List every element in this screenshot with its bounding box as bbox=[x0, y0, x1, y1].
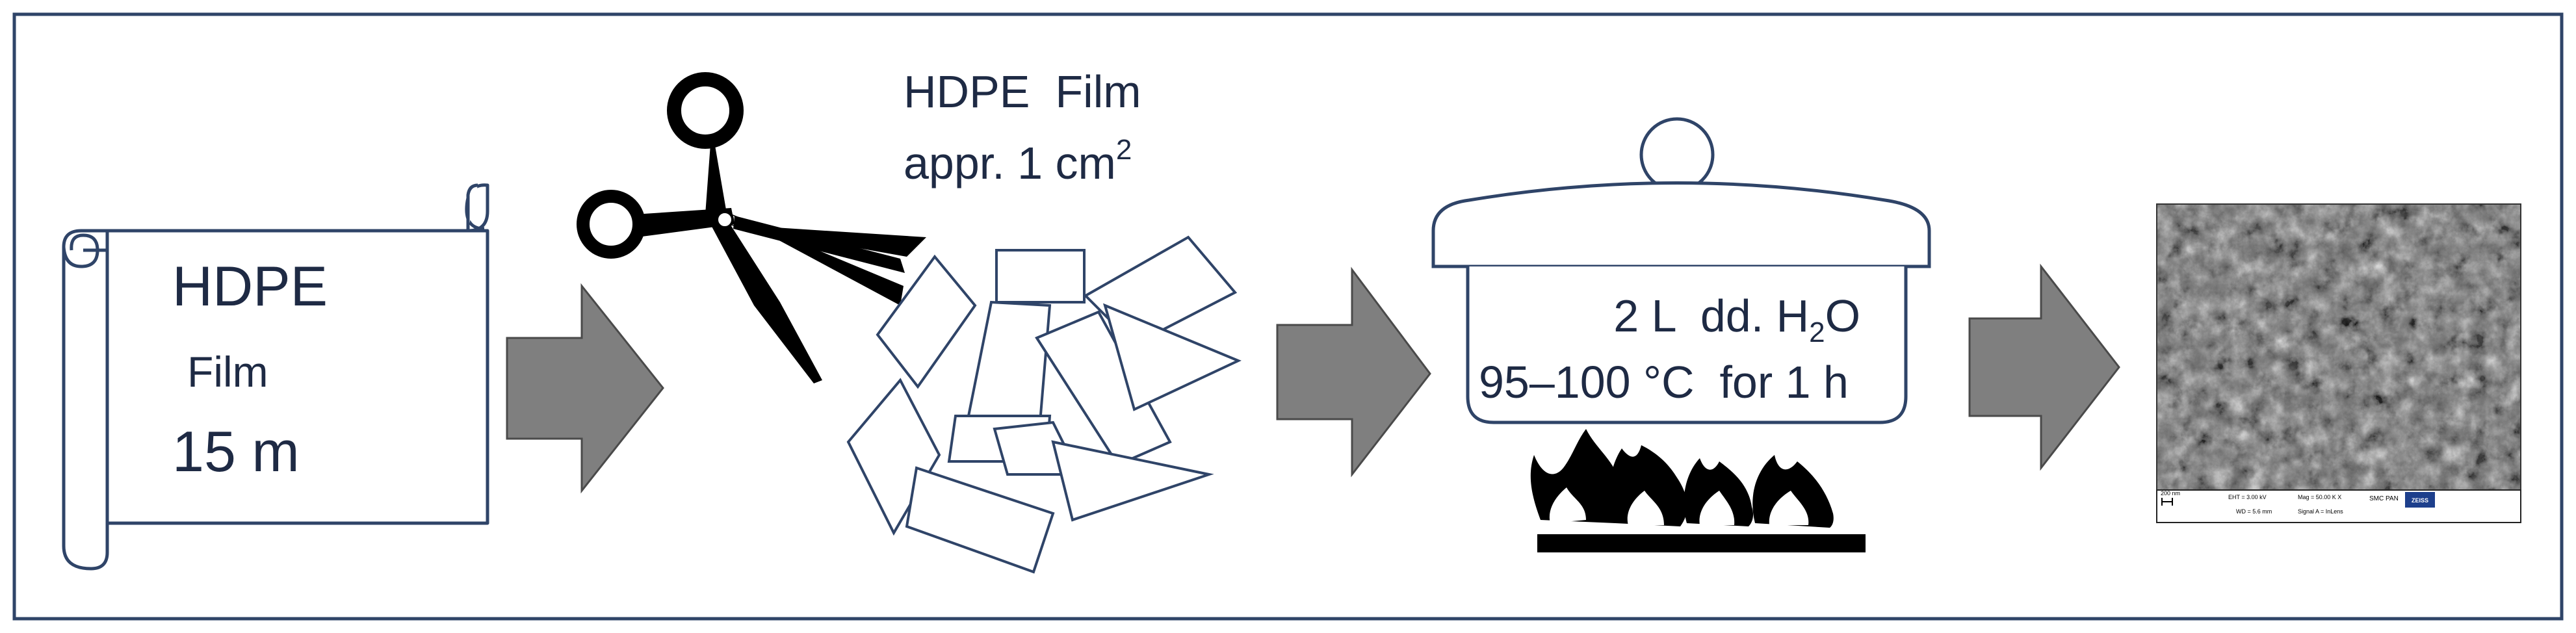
pot-text-a: 2 L dd. H bbox=[1613, 291, 1809, 341]
pot-text-line1: 2 L dd. H2O bbox=[1550, 291, 1898, 348]
scroll-icon bbox=[62, 183, 489, 571]
pot-text-b: O bbox=[1825, 291, 1860, 341]
pieces-size-main: appr. 1 cm bbox=[904, 138, 1116, 188]
sem-mag: Mag = 50.00 K X bbox=[2298, 494, 2341, 500]
arrow-3 bbox=[1968, 263, 2120, 471]
sem-scale: 200 nm bbox=[2161, 490, 2180, 497]
scroll-text-line3: 15 m bbox=[172, 419, 300, 484]
sem-wd: WD = 5.6 mm bbox=[2236, 508, 2272, 515]
scroll-text-line1: HDPE bbox=[172, 255, 328, 318]
film-pieces-icon bbox=[846, 235, 1242, 574]
arrow-1 bbox=[506, 283, 664, 494]
sem-info-bar bbox=[2156, 489, 2521, 523]
flame-icon bbox=[1530, 429, 1866, 552]
zeiss-logo bbox=[2405, 492, 2435, 508]
arrow-2 bbox=[1276, 266, 1431, 478]
sem-micrograph: 200 nm EHT = 3.00 kV WD = 5.6 mm Mag = 5… bbox=[2156, 203, 2521, 523]
pot-text-sub: 2 bbox=[1809, 316, 1825, 348]
sem-eht: EHT = 3.00 kV bbox=[2228, 494, 2267, 500]
pieces-size-sup: 2 bbox=[1116, 134, 1132, 166]
pot-icon bbox=[1431, 117, 1931, 424]
pieces-size: appr. 1 cm2 bbox=[904, 134, 1132, 188]
pot-text-line2: 95–100 °C for 1 h bbox=[1479, 357, 1849, 407]
scissors-icon bbox=[577, 72, 926, 383]
zeiss-logo-text: ZEISS bbox=[2412, 497, 2428, 504]
sem-lab: SMC PAN bbox=[2369, 495, 2399, 502]
pieces-title: HDPE Film bbox=[904, 66, 1141, 117]
sem-signal: Signal A = InLens bbox=[2298, 508, 2343, 515]
scroll-text-line2: Film bbox=[187, 348, 268, 396]
